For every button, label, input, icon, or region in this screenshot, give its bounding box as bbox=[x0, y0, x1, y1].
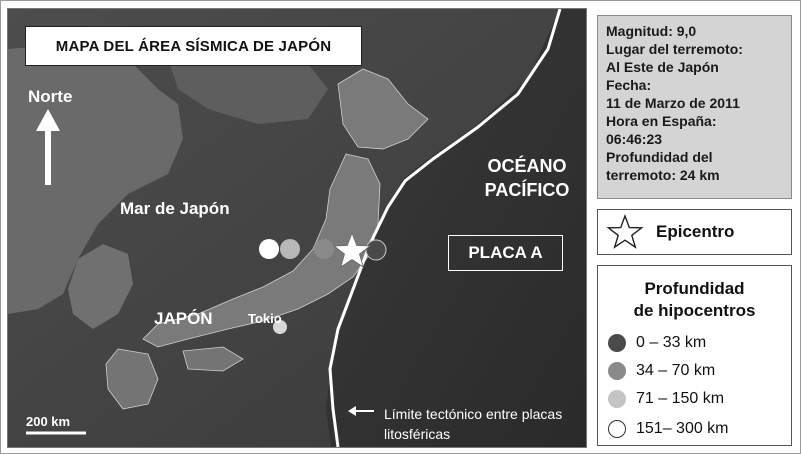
boundary-label: Límite tectónico entre placas litosféric… bbox=[384, 406, 563, 442]
hypocenter-dot bbox=[280, 239, 300, 259]
info-line: Fecha: bbox=[606, 77, 652, 93]
depth-dot-icon bbox=[608, 362, 626, 380]
hypocenter-dot bbox=[314, 239, 334, 259]
depth-dot-icon bbox=[608, 390, 626, 408]
tokyo-marker bbox=[273, 320, 287, 334]
pacific-ocean-area bbox=[326, 9, 586, 447]
hypocenter-dot bbox=[259, 239, 279, 259]
info-line: 11 de Marzo de 2011 bbox=[606, 95, 740, 111]
japan-label: JAPÓN bbox=[154, 309, 213, 328]
legend-item: 151– 300 km bbox=[608, 420, 729, 438]
north-arrow-head bbox=[36, 109, 60, 131]
epicenter-star-icon bbox=[332, 231, 372, 268]
plate-a-label: PLACA A bbox=[448, 235, 563, 271]
hokkaido bbox=[337, 68, 429, 150]
info-line: 06:46:23 bbox=[606, 131, 663, 147]
hypocenter-dot bbox=[365, 239, 387, 261]
depth-dot-icon bbox=[608, 420, 626, 438]
info-line: Lugar del terremoto: bbox=[606, 41, 743, 57]
info-line: Magnitud: 9,0 bbox=[606, 23, 697, 39]
tokyo-label: Tokio bbox=[248, 311, 282, 326]
boundary-pointer-head bbox=[348, 406, 356, 416]
legend-item: 0 – 33 km bbox=[608, 334, 706, 352]
legend-item-label: 151– 300 km bbox=[636, 420, 729, 437]
depth-title-line: de hipocentros bbox=[633, 301, 756, 320]
seismic-map: MAPA DEL ÁREA SÍSMICA DE JAPÓN Norte Mar… bbox=[7, 8, 587, 448]
tectonic-boundary-line bbox=[328, 9, 562, 447]
depth-dot-icon bbox=[608, 334, 626, 352]
legend-item: 34 – 70 km bbox=[608, 362, 715, 380]
kyushu bbox=[105, 348, 159, 410]
sea-of-japan-label: Mar de Japón bbox=[120, 199, 230, 218]
info-line: Hora en España: bbox=[606, 113, 717, 129]
korean-peninsula bbox=[68, 244, 133, 329]
star-outline-icon bbox=[606, 214, 644, 249]
legend-item: 71 – 150 km bbox=[608, 390, 724, 408]
epicenter-legend-label: Epicentro bbox=[656, 222, 735, 241]
scale-label: 200 km bbox=[26, 414, 71, 429]
earthquake-info-panel: Magnitud: 9,0 Lugar del terremoto: Al Es… bbox=[597, 15, 792, 199]
mainland-north bbox=[168, 49, 328, 124]
pacific-ocean-label: OCÉANO PACÍFICO bbox=[484, 156, 570, 200]
info-line: terremoto: 24 km bbox=[606, 167, 720, 183]
north-label: Norte bbox=[28, 87, 73, 106]
legend-item-label: 34 – 70 km bbox=[636, 362, 716, 379]
legend-item-label: 0 – 33 km bbox=[636, 334, 707, 351]
asian-mainland bbox=[8, 44, 183, 314]
info-line: Al Este de Japón bbox=[606, 59, 719, 75]
legend-item-label: 71 – 150 km bbox=[636, 390, 725, 407]
info-line: Profundidad del bbox=[606, 149, 713, 165]
map-title: MAPA DEL ÁREA SÍSMICA DE JAPÓN bbox=[25, 26, 362, 66]
depth-legend: Profundidad de hipocentros 0 – 33 km 34 … bbox=[597, 265, 792, 446]
depth-title-line: Profundidad bbox=[644, 279, 745, 298]
depth-legend-title: Profundidad de hipocentros bbox=[598, 278, 791, 322]
map-graphic bbox=[8, 9, 586, 447]
epicenter-legend: Epicentro bbox=[597, 209, 792, 255]
shikoku bbox=[182, 346, 244, 372]
